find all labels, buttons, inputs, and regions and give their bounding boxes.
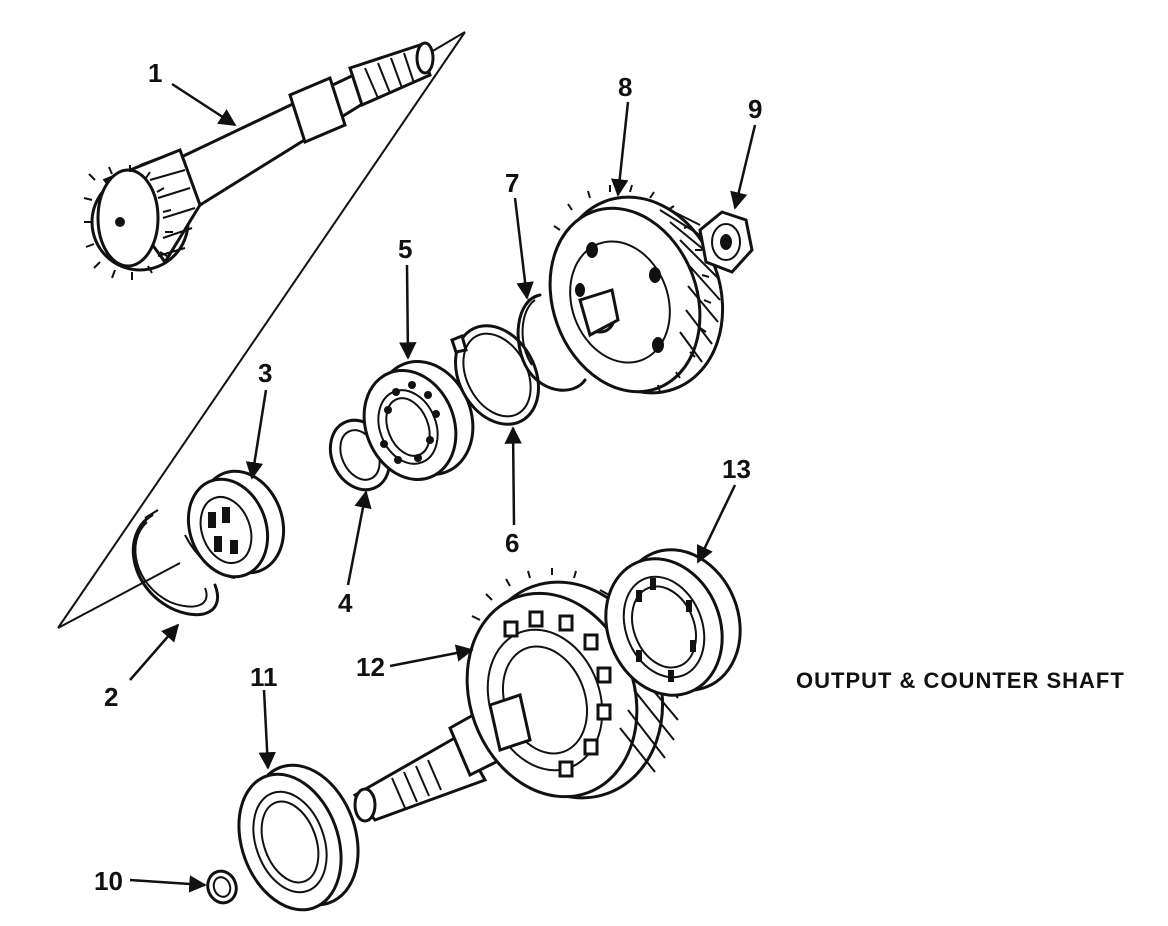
- bearing-13-icon: [604, 548, 742, 697]
- bearing-11-icon: [237, 763, 360, 912]
- leader-lines: [129, 82, 757, 893]
- callout-12: 12: [356, 652, 385, 682]
- callout-7: 7: [505, 168, 519, 198]
- callout-11: 11: [250, 662, 278, 692]
- diagram-caption: OUTPUT & COUNTER SHAFT: [796, 668, 1125, 693]
- snap-ring-icon: [131, 509, 220, 617]
- thrust-washer-icon: [450, 324, 540, 426]
- callout-5: 5: [398, 234, 412, 264]
- shaft-splines: [364, 52, 415, 99]
- callout-1: 1: [148, 58, 162, 88]
- pinion-teeth: [83, 151, 196, 280]
- bearing-13-rollers: [636, 578, 696, 682]
- small-ring-icon: [206, 869, 238, 905]
- bearing-balls: [380, 381, 440, 464]
- callout-13: 13: [722, 454, 751, 484]
- bearing-5-icon: [362, 360, 475, 481]
- callout-2: 2: [104, 682, 118, 712]
- callout-10: 10: [94, 866, 123, 896]
- callout-6: 6: [505, 528, 519, 558]
- part-labels: 1 2 3 4 5 6 7 8 9 10 11 12 13: [94, 58, 762, 896]
- callout-9: 9: [748, 94, 762, 124]
- callout-4: 4: [338, 588, 353, 618]
- bearing-3-icon: [184, 469, 286, 579]
- callout-8: 8: [618, 72, 632, 102]
- shaft-icon: [83, 41, 435, 280]
- dog-clutch-teeth: [503, 610, 612, 778]
- bearing-rollers: [208, 507, 238, 554]
- callout-3: 3: [258, 358, 272, 388]
- counter-shaft-splines: [391, 759, 442, 809]
- gear-8-teeth: [553, 184, 721, 393]
- gear-8-icon: [548, 184, 725, 395]
- nut-icon: [698, 210, 754, 274]
